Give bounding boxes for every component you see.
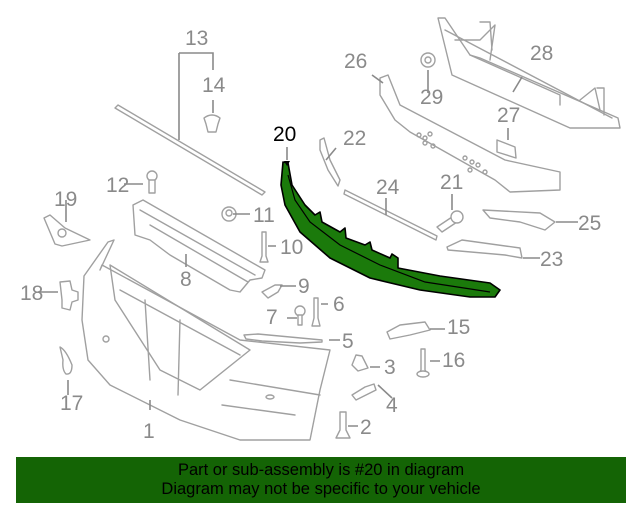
- callout-3[interactable]: 3: [384, 356, 396, 379]
- callout-14[interactable]: 14: [202, 74, 226, 97]
- part-26-absorber[interactable]: [379, 74, 561, 193]
- banner-line-2: Diagram may not be specific to your vehi…: [161, 480, 481, 498]
- callout-9[interactable]: 9: [298, 275, 310, 298]
- callout-27[interactable]: 27: [497, 104, 520, 127]
- leader-lines: [38, 52, 578, 427]
- callout-22[interactable]: 22: [343, 127, 366, 150]
- part-21-bolt[interactable]: [436, 210, 464, 233]
- callout-18[interactable]: 18: [20, 282, 43, 305]
- part-14-clip[interactable]: [203, 114, 221, 133]
- callout-1[interactable]: 1: [143, 420, 155, 443]
- part-17-cap[interactable]: [59, 346, 73, 375]
- part-20-lower-lip-highlighted[interactable]: [280, 161, 501, 298]
- part-23-bezel[interactable]: [446, 239, 523, 259]
- callout-28[interactable]: 28: [530, 42, 553, 65]
- part-18-bracket[interactable]: [59, 280, 79, 311]
- callout-23[interactable]: 23: [540, 248, 563, 271]
- part-22-bracket[interactable]: [319, 137, 341, 187]
- callout-24[interactable]: 24: [376, 176, 400, 199]
- part-5-strip[interactable]: [243, 333, 323, 344]
- callout-16[interactable]: 16: [442, 349, 465, 372]
- callout-13[interactable]: 13: [185, 27, 208, 50]
- part-28-reinforcement-beam[interactable]: [437, 17, 621, 129]
- part-3-bracket[interactable]: [351, 354, 369, 372]
- callout-17[interactable]: 17: [60, 392, 83, 415]
- banner-line-1: Part or sub-assembly is #20 in diagram: [177, 461, 465, 479]
- callout-10[interactable]: 10: [280, 236, 303, 259]
- part-16-screw[interactable]: [416, 348, 430, 378]
- callout-12[interactable]: 12: [106, 174, 129, 197]
- callout-19[interactable]: 19: [54, 188, 77, 211]
- part-12-screw[interactable]: [146, 170, 158, 194]
- callout-26[interactable]: 26: [344, 50, 367, 73]
- callout-25[interactable]: 25: [578, 212, 601, 235]
- part-27-pad[interactable]: [496, 139, 517, 159]
- callout-11[interactable]: 11: [253, 204, 275, 227]
- part-29-nut[interactable]: [420, 52, 436, 68]
- part-9-clip[interactable]: [261, 284, 283, 299]
- part-13-molding[interactable]: [114, 104, 266, 196]
- callout-2[interactable]: 2: [360, 416, 372, 439]
- part-19-cover[interactable]: [43, 214, 91, 247]
- callout-6[interactable]: 6: [333, 293, 345, 316]
- part-6-pin[interactable]: [311, 297, 321, 327]
- part-1-bumper-cover[interactable]: [81, 239, 331, 441]
- part-25-bezel[interactable]: [482, 209, 556, 231]
- callout-29[interactable]: 29: [420, 86, 443, 109]
- part-8-bracket[interactable]: [132, 199, 266, 293]
- part-15-bracket[interactable]: [386, 321, 431, 340]
- part-2-bolt[interactable]: [335, 411, 351, 439]
- callout-20-highlighted[interactable]: 20: [273, 123, 296, 146]
- part-7-clip[interactable]: [294, 305, 306, 326]
- callout-7[interactable]: 7: [266, 306, 278, 329]
- callout-8[interactable]: 8: [180, 268, 192, 291]
- part-4-clip[interactable]: [351, 383, 377, 401]
- callout-labels: 1 2 3 4 5 6 7 8 9 10 11 12 13 14 15 16 1…: [20, 27, 601, 443]
- info-banner: Part or sub-assembly is #20 in diagram D…: [16, 457, 626, 503]
- part-10-bolt[interactable]: [259, 231, 269, 263]
- callout-4[interactable]: 4: [386, 394, 398, 417]
- part-24-strip[interactable]: [343, 189, 438, 241]
- callout-5[interactable]: 5: [342, 330, 354, 353]
- callout-15[interactable]: 15: [447, 316, 470, 339]
- callout-21[interactable]: 21: [440, 171, 463, 194]
